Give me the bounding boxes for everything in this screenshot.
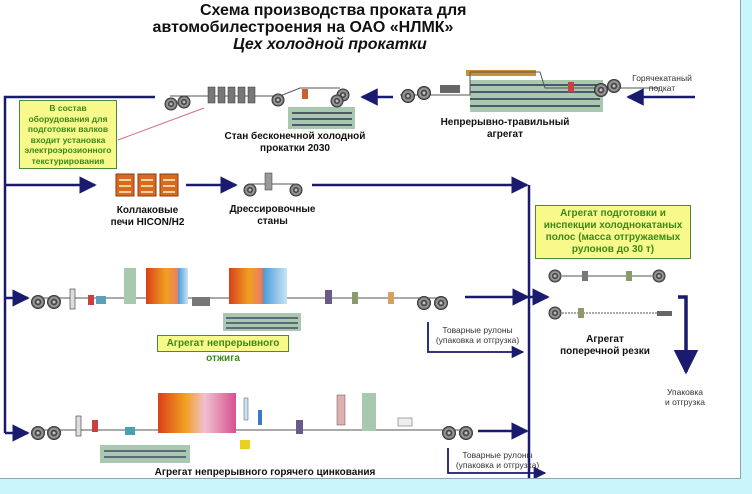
label-cut-to-length: Агрегат поперечной резки — [560, 334, 650, 357]
diagram-title: Схема производства проката для автомобил… — [153, 2, 467, 53]
label-annealing-line: Агрегат непрерывного отжига — [157, 335, 289, 364]
title-line-1: Схема производства проката для — [200, 2, 467, 19]
arrow-coils-annealing — [427, 322, 525, 359]
label-galvanizing: Агрегат непрерывного горячего цинкования — [154, 467, 376, 478]
label-bell-furnaces: Коллаковые печи HICON/H2 — [110, 205, 185, 228]
label-pickling-line: Непрерывно-травильный агрегат — [440, 117, 570, 140]
flow-mill-output — [3, 95, 155, 433]
title-line-3: Цех холодной прокатки — [233, 36, 427, 53]
label-cold-mill: Стан бесконечной холодной прокатки 2030 — [224, 131, 366, 154]
cold-mill-equipment — [164, 86, 355, 129]
note-coils-annealing: Товарные рулоны (упаковка и отгрузка) — [435, 325, 520, 345]
note-coils-galvanizing: Товарные рулоны (упаковка и отгрузка) — [455, 450, 540, 470]
flow-diagram — [3, 70, 699, 478]
note-roll-preparation: В состав оборудования для подготовки вал… — [19, 100, 117, 169]
title-line-2: автомобилестроения на ОАО «НЛМК» — [152, 19, 454, 36]
diagram-panel: Схема производства проката для автомобил… — [0, 0, 741, 479]
inspection-cut-equipment — [548, 269, 672, 320]
annealing-line-equipment — [31, 268, 448, 331]
label-temper-mills: Дрессировочные станы — [229, 204, 316, 227]
note-packing-shipping: Упаковка и отгрузка — [664, 387, 706, 407]
note-inspection-line: Агрегат подготовки и инспекции холоднока… — [535, 205, 691, 259]
note-hot-rolled: Горячекатаный подкат — [632, 73, 692, 93]
arrow-coils-galv — [447, 448, 547, 478]
galvanizing-line-equipment — [31, 393, 473, 463]
pickling-line-equipment — [400, 70, 660, 112]
callout-line — [117, 107, 205, 141]
flow-arrows — [3, 88, 699, 478]
arrow-cut-to-packing — [673, 295, 699, 375]
bell-furnaces — [115, 173, 179, 197]
temper-mill-equipment — [243, 172, 303, 197]
